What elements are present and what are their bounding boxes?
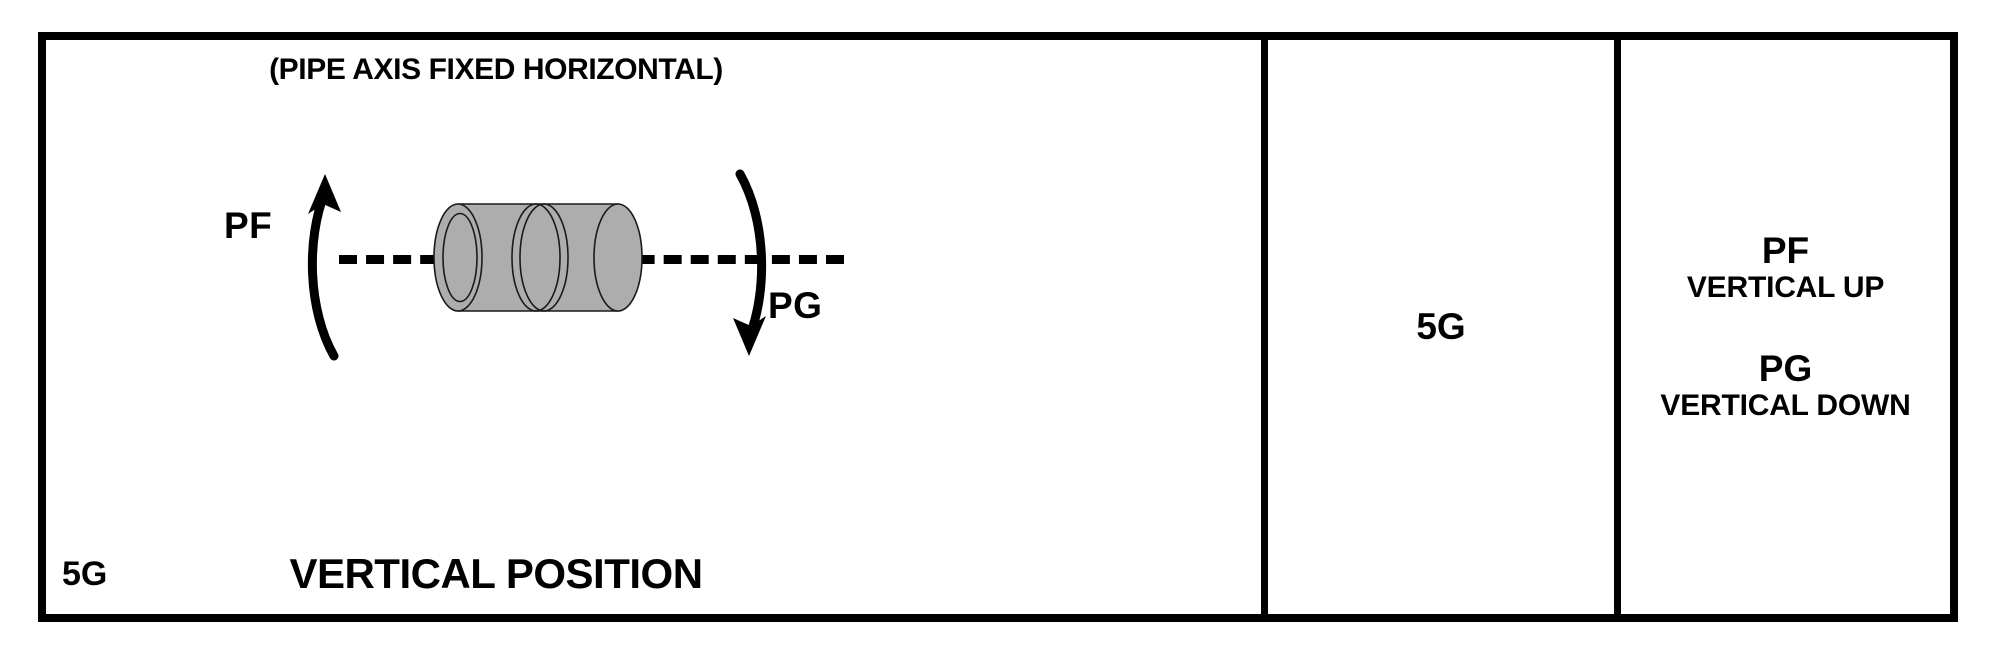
column-divider-1 — [1261, 32, 1268, 622]
description-text-pf: VERTICAL UP — [1686, 270, 1885, 304]
position-code-cell: 5G — [1268, 40, 1614, 614]
description-code-pf: PF — [1761, 229, 1810, 271]
diagram-frame — [38, 32, 1958, 622]
position-code-value: 5G — [1416, 306, 1466, 347]
curved-arrow-up-icon — [294, 170, 364, 361]
arrow-label-pg: PG — [768, 285, 823, 326]
position-description-cell: PF VERTICAL UP PG VERTICAL DOWN — [1621, 40, 1950, 614]
column-divider-2 — [1614, 32, 1621, 622]
description-entry-pf: PF VERTICAL UP — [1621, 229, 1950, 305]
curved-arrow-down-icon — [718, 169, 788, 360]
pipe-axis-title: (PIPE AXIS FIXED HORIZONTAL) — [269, 53, 723, 86]
main-illustration-cell: (PIPE AXIS FIXED HORIZONTAL) PF PG — [46, 40, 1261, 614]
description-entry-pg: PG VERTICAL DOWN — [1621, 349, 1950, 423]
pipe-cylinder-icon — [418, 200, 656, 315]
arrow-label-pf: PF — [224, 205, 273, 246]
description-text-pg: VERTICAL DOWN — [1660, 388, 1911, 422]
main-position-name: VERTICAL POSITION — [289, 550, 703, 597]
description-code-pg: PG — [1758, 348, 1813, 389]
main-position-code: 5G — [62, 555, 108, 593]
